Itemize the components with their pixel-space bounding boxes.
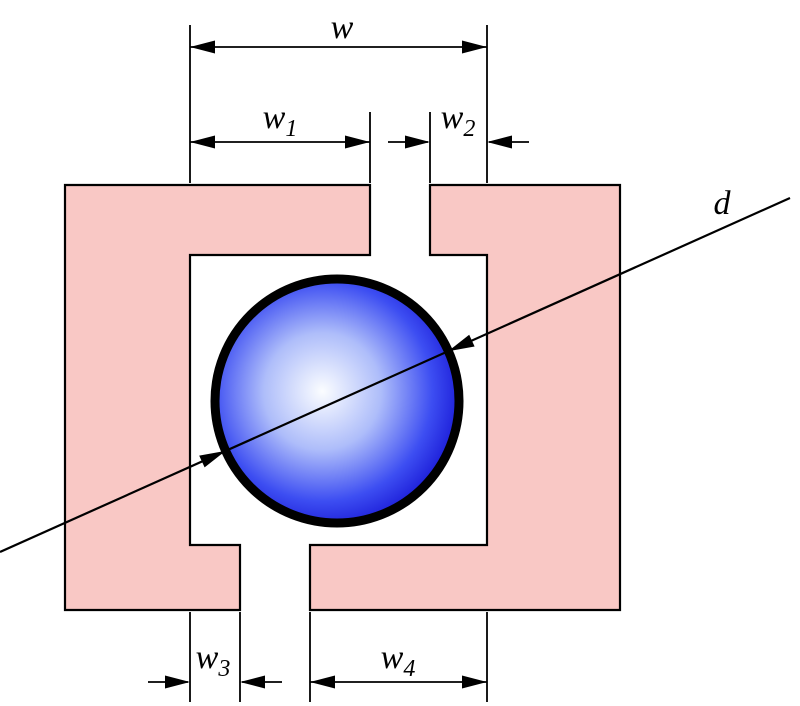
arrowhead-right [345, 135, 370, 149]
dimension-w2: w2 [388, 99, 529, 183]
arrowhead-left [190, 135, 215, 149]
label-w: w [331, 9, 354, 46]
diameter-line [0, 196, 791, 554]
dimension-w: w [189, 9, 488, 183]
arrowhead-left [310, 675, 335, 689]
diameter-arrowhead-upper [448, 334, 475, 352]
label-w4: w4 [381, 639, 416, 682]
diameter-annotation: d [0, 185, 791, 554]
diameter-arrowhead-lower [199, 450, 226, 468]
dimension-w4: w4 [309, 612, 488, 702]
arrowhead-left [165, 675, 190, 689]
arrowhead-left [190, 40, 215, 54]
structure-left-piece [63, 183, 372, 612]
arrowhead-right [240, 675, 265, 689]
dimension-w3: w3 [148, 612, 282, 702]
arrowhead-right [487, 135, 512, 149]
arrowhead-left [405, 135, 430, 149]
label-w2: w2 [441, 99, 476, 142]
label-d: d [714, 185, 732, 222]
dimension-w1: w1 [190, 99, 371, 183]
arrowhead-right [462, 675, 487, 689]
structure-right-piece [308, 183, 622, 612]
label-w3: w3 [196, 639, 231, 682]
label-w1: w1 [263, 99, 298, 142]
structure [63, 183, 622, 612]
arrowhead-right [462, 40, 487, 54]
